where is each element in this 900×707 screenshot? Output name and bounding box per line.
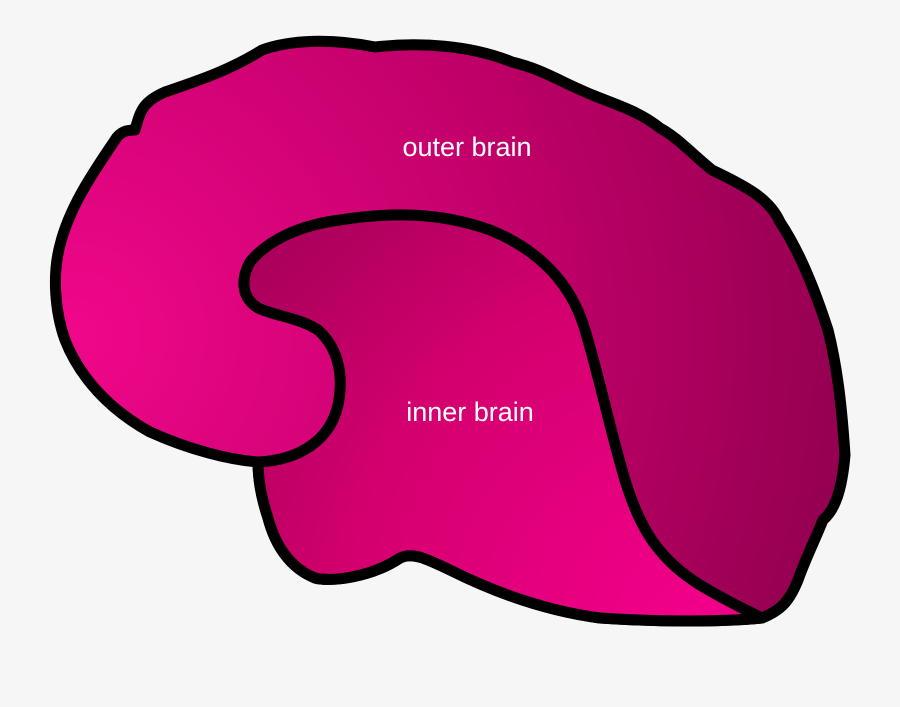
inner-brain-label: inner brain [406,397,534,427]
outer-brain-label: outer brain [402,132,531,162]
inner-brain-shape [238,209,768,627]
